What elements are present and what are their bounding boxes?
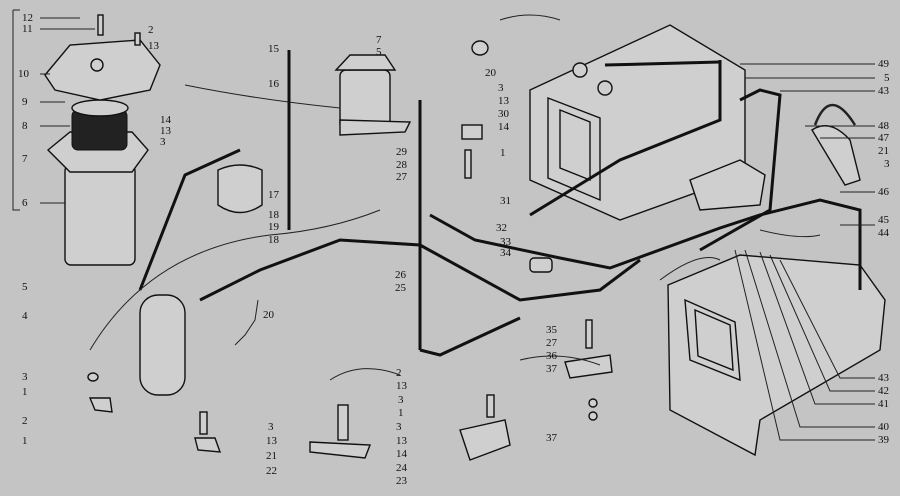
callout-label: 36: [546, 350, 557, 362]
callout-label: 2: [22, 415, 28, 427]
callout-label: 6: [22, 197, 28, 209]
callout-label: 31: [500, 195, 511, 207]
callout-label: 19: [268, 221, 279, 233]
callout-label: 33: [500, 236, 511, 248]
callout-label: 21: [878, 145, 889, 157]
callout-label: 17: [268, 189, 279, 201]
callout-label: 13: [160, 125, 171, 137]
clamps-and-fasteners: [87, 40, 861, 461]
callout-label: 13: [498, 95, 509, 107]
callout-label: 5: [376, 46, 382, 58]
callout-label: 29: [396, 146, 407, 158]
fuel-filter: [44, 14, 161, 266]
callout-label: 22: [266, 465, 277, 477]
callout-label: 25: [395, 282, 406, 294]
callout-label: 12: [22, 12, 33, 24]
callout-label: 43: [878, 372, 889, 384]
callout-label: 3: [396, 421, 402, 433]
callout-label: 2: [148, 24, 154, 36]
callout-label: 10: [18, 68, 29, 80]
callout-label: 27: [546, 337, 557, 349]
callout-label: 40: [878, 421, 889, 433]
callout-label: 18: [268, 209, 279, 221]
callout-label: 14: [396, 448, 407, 460]
callout-label: 21: [266, 450, 277, 462]
callout-label: 30: [498, 108, 509, 120]
callout-label: 37: [546, 363, 557, 375]
upper-tank: [529, 24, 766, 221]
callout-label: 20: [485, 67, 496, 79]
callout-label: 3: [498, 82, 504, 94]
callout-label: 32: [496, 222, 507, 234]
callout-label: 11: [22, 23, 33, 35]
callout-label: 35: [546, 324, 557, 336]
callout-label: 18: [268, 234, 279, 246]
callout-label: 48: [878, 120, 889, 132]
callout-label: 26: [395, 269, 406, 281]
callout-label: 20: [263, 309, 274, 321]
fuel-pipes: [138, 60, 862, 357]
callout-label: 1: [22, 435, 28, 447]
callout-label: 44: [878, 227, 889, 239]
callout-label: 7: [22, 153, 28, 165]
callout-label: 13: [396, 435, 407, 447]
callout-label: 34: [500, 247, 511, 259]
callout-label: 37: [546, 432, 557, 444]
callout-label: 27: [396, 171, 407, 183]
callout-label: 2: [396, 367, 402, 379]
callout-label: 24: [396, 462, 407, 474]
callout-label: 14: [498, 121, 509, 133]
callout-label: 1: [500, 147, 506, 159]
callout-label: 3: [268, 421, 274, 433]
callout-label: 3: [22, 371, 28, 383]
callout-label: 13: [396, 380, 407, 392]
callout-label: 9: [22, 96, 28, 108]
callout-label: 23: [396, 475, 407, 487]
callout-label: 16: [268, 78, 279, 90]
callout-label: 4: [22, 310, 28, 322]
callout-label: 13: [148, 40, 159, 52]
callout-label: 47: [878, 132, 889, 144]
callout-label: 7: [376, 34, 382, 46]
callout-label: 49: [878, 58, 889, 70]
callout-label: 8: [22, 120, 28, 132]
callout-label: 1: [22, 386, 28, 398]
callout-label: 13: [266, 435, 277, 447]
callout-label: 46: [878, 186, 889, 198]
callout-label: 3: [160, 136, 166, 148]
lower-tank: [667, 254, 886, 457]
callout-label: 15: [268, 43, 279, 55]
callout-label: 41: [878, 398, 889, 410]
callout-label: 3: [398, 394, 404, 406]
callout-label: 43: [878, 85, 889, 97]
callout-label: 45: [878, 214, 889, 226]
callout-label: 3: [884, 158, 890, 170]
callout-label: 39: [878, 434, 889, 446]
callout-label: 42: [878, 385, 889, 397]
sediment-bowl: [217, 54, 412, 214]
callout-label: 1: [398, 407, 404, 419]
callout-label: 5: [22, 281, 28, 293]
callout-label: 5: [884, 72, 890, 84]
callout-label: 28: [396, 159, 407, 171]
callout-label: 14: [160, 114, 171, 126]
